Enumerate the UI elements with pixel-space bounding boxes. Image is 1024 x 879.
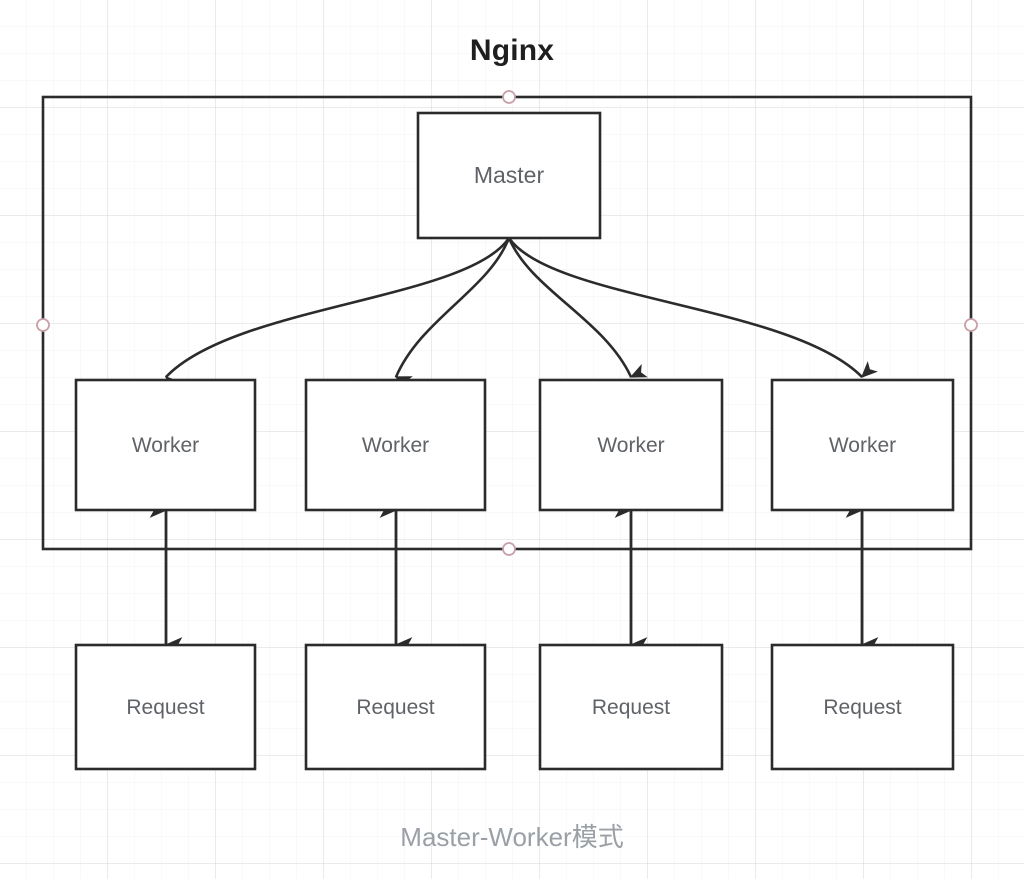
master-to-worker-1	[164, 237, 511, 393]
master-to-worker-3	[507, 237, 648, 378]
handle-top-dot[interactable]	[502, 90, 516, 104]
fanout-edges-group	[164, 237, 878, 393]
handle-bottom-dot[interactable]	[502, 542, 516, 556]
request-node-4-box[interactable]	[770, 643, 955, 771]
container-handles-group[interactable]	[36, 90, 978, 556]
worker-node-1-box[interactable]	[74, 378, 257, 512]
diagram-title: Nginx	[469, 34, 555, 67]
worker-node-3-box[interactable]	[538, 378, 724, 512]
node-shapes-group	[74, 111, 955, 771]
worker-node-4-box[interactable]	[770, 378, 955, 512]
master-to-worker-4	[507, 237, 878, 379]
request-node-1-box[interactable]	[74, 643, 257, 771]
master-node-box[interactable]	[416, 111, 602, 240]
handle-left-dot[interactable]	[36, 318, 50, 332]
request-node-2-box[interactable]	[304, 643, 487, 771]
worker-node-2-box[interactable]	[304, 378, 487, 512]
request-node-3-box[interactable]	[538, 643, 724, 771]
diagram-caption: Master-Worker模式	[400, 822, 624, 852]
master-to-worker-2	[394, 237, 511, 390]
handle-right-dot[interactable]	[964, 318, 978, 332]
bidirectional-edges-group	[149, 502, 879, 653]
